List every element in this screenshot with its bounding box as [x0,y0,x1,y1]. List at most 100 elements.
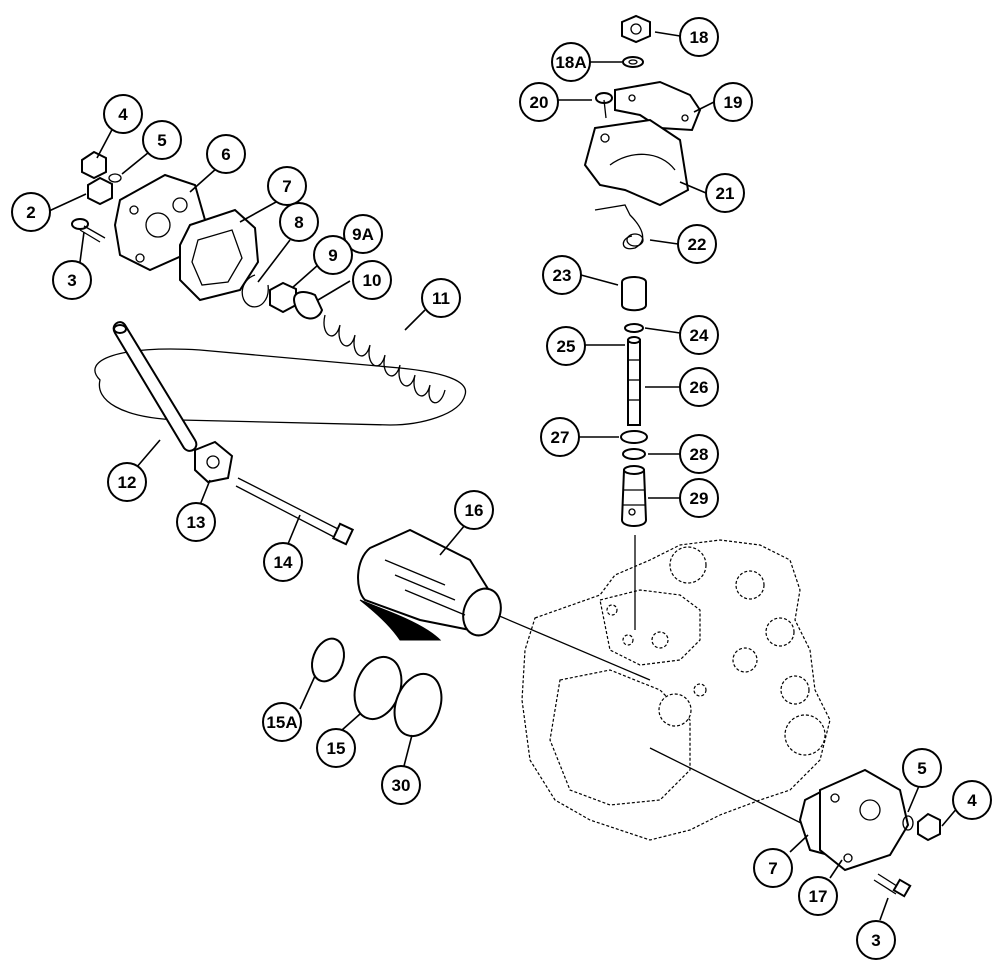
callout-26: 26 [679,367,719,407]
svg-text:18A: 18A [555,53,586,72]
nut-2 [87,176,113,206]
callout-19: 19 [713,82,753,122]
callout-17: 17 [798,876,838,916]
svg-text:22: 22 [688,235,707,254]
svg-text:9: 9 [328,246,337,265]
svg-text:20: 20 [530,93,549,112]
svg-text:19: 19 [724,93,743,112]
seat-10 [293,291,324,320]
callout-30: 30 [381,765,421,805]
svg-text:8: 8 [294,213,303,232]
callout-3-top: 3 [52,260,92,300]
lockwasher-18a [622,56,644,68]
svg-text:4: 4 [118,105,128,124]
callout-15: 15 [316,728,356,768]
oring-5-bottom [902,815,914,831]
callout-18a: 18A [551,42,591,82]
wedge-shadow [359,599,442,641]
ring-24 [624,323,644,333]
callout-5-top: 5 [142,120,182,160]
callout-9: 9 [313,235,353,275]
callout-9a: 9A [343,214,383,254]
piston-16 [357,528,502,637]
callout-6: 6 [206,134,246,174]
cup-23 [621,276,647,312]
svg-text:5: 5 [917,759,926,778]
plate-19 [614,80,702,132]
ring-27 [620,430,648,444]
svg-text:6: 6 [221,145,230,164]
svg-text:14: 14 [274,553,293,572]
ring-28 [622,448,646,460]
svg-text:17: 17 [809,887,828,906]
callout-24: 24 [679,315,719,355]
gasket-7-top [179,208,260,302]
callout-12: 12 [107,462,147,502]
callout-3-bottom: 3 [856,920,896,960]
callout-18: 18 [679,17,719,57]
svg-text:24: 24 [690,326,709,345]
callout-10: 10 [352,260,392,300]
pump-housing [521,539,831,841]
svg-text:16: 16 [465,501,484,520]
svg-text:7: 7 [768,859,777,878]
callout-16: 16 [454,490,494,530]
spool-26 [627,336,641,426]
bolt-14 [235,477,355,546]
bolt-3-bottom [873,873,912,898]
cover-17 [819,768,910,872]
svg-text:2: 2 [26,203,35,222]
svg-text:13: 13 [187,513,206,532]
ring-30 [393,673,443,737]
svg-text:26: 26 [690,378,709,397]
callout-4-bottom: 4 [952,780,992,820]
svg-text:29: 29 [690,489,709,508]
svg-text:3: 3 [67,271,76,290]
svg-text:18: 18 [690,28,709,47]
callout-13: 13 [176,502,216,542]
callout-21: 21 [705,173,745,213]
callout-27: 27 [540,417,580,457]
svg-text:15A: 15A [266,713,297,732]
callout-7-bottom: 7 [753,848,793,888]
svg-text:7: 7 [282,177,291,196]
spring-22 [594,204,644,250]
callout-11: 11 [421,278,461,318]
callout-15a: 15A [262,702,302,742]
nut-18 [621,14,651,44]
bracket-21 [583,118,690,207]
callout-22: 22 [677,224,717,264]
leader-lines [48,31,959,921]
svg-text:25: 25 [557,337,576,356]
sleeve-29 [620,465,648,527]
svg-text:3: 3 [871,931,880,950]
svg-text:10: 10 [363,271,382,290]
svg-text:11: 11 [432,289,450,308]
svg-text:9A: 9A [352,225,374,244]
callout-4-top: 4 [103,94,143,134]
svg-text:30: 30 [392,776,411,795]
callout-7-top: 7 [267,166,307,206]
pin-12 [112,321,198,452]
svg-text:4: 4 [967,791,977,810]
callout-29: 29 [679,478,719,518]
svg-text:21: 21 [716,184,735,203]
callout-25: 25 [546,326,586,366]
retaining-ring-8 [241,274,269,308]
screw-20 [595,92,613,119]
callout-2: 2 [11,192,51,232]
callout-8: 8 [279,202,319,242]
plug-4-top [81,150,107,180]
bolt-3-top [71,218,106,243]
collar-13 [194,440,234,484]
svg-text:23: 23 [553,266,572,285]
svg-text:12: 12 [118,473,137,492]
callout-20: 20 [519,82,559,122]
plug-4-bottom [917,812,941,842]
callout-5-bottom: 5 [902,748,942,788]
oring-15a [311,637,345,683]
svg-text:28: 28 [690,445,709,464]
callout-28: 28 [679,434,719,474]
oring-5-top [108,173,122,183]
